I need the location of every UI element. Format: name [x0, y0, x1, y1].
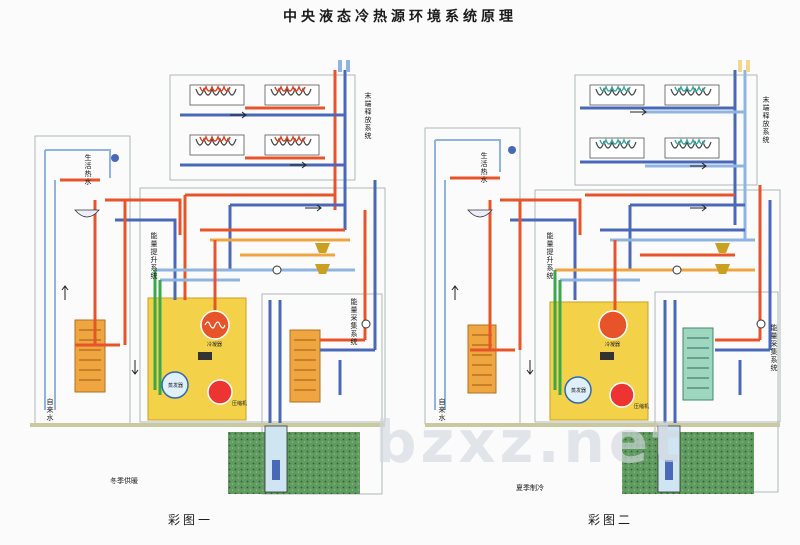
right-hot-water-label: 生活热水 — [480, 152, 488, 184]
left-collect-label: 能量采集系统 — [350, 298, 358, 346]
left-evaporator — [161, 371, 189, 399]
right-tap-water-label: 自来水 — [438, 398, 446, 422]
left-panel — [34, 60, 386, 495]
right-condenser-label: 冷凝器 — [605, 342, 621, 348]
right-lift-frame — [534, 189, 781, 423]
page-title: 中央液态冷热源环境系统原理 — [283, 9, 517, 25]
left-condenser-label: 冷凝器 — [207, 342, 223, 348]
right-season-label: 夏季制冷 — [516, 484, 544, 492]
right-condenser — [598, 310, 628, 340]
left-sink — [74, 209, 100, 218]
left-tap-water-label: 自来水 — [46, 398, 54, 422]
left-terminal-frame — [169, 74, 356, 181]
left-caption: 彩图一 — [168, 513, 214, 527]
right-release-label: 末端释放系统 — [762, 96, 770, 144]
right-collect-label: 能量采集系统 — [770, 324, 778, 372]
right-caption: 彩图二 — [588, 513, 634, 527]
right-evaporator-label: 蒸发器 — [571, 388, 587, 394]
right-terminal-frame — [574, 74, 758, 186]
left-evaporator-label: 蒸发器 — [168, 383, 184, 389]
right-panel — [424, 60, 781, 493]
right-ground-soil — [622, 432, 754, 494]
left-season-label: 冬季供暖 — [110, 477, 138, 485]
left-water-heater — [74, 319, 106, 393]
left-compressor-label: 压缩机 — [232, 401, 248, 407]
left-lift-label: 能量提升系统 — [150, 232, 158, 280]
right-sink — [467, 209, 493, 218]
right-compressor-label: 压缩机 — [634, 404, 650, 410]
left-lift-frame — [139, 187, 386, 423]
right-evaporator — [564, 376, 592, 404]
left-ground-soil — [228, 432, 360, 494]
right-shower-icon — [508, 146, 516, 154]
left-ground-exchanger — [289, 329, 321, 403]
left-well — [264, 425, 288, 493]
right-ground-exchanger — [682, 327, 714, 401]
right-lift-label: 能量提升系统 — [546, 232, 554, 280]
right-compressor — [609, 382, 635, 408]
right-well — [657, 425, 681, 493]
left-shower-icon — [111, 154, 119, 162]
left-hot-water-label: 生活热水 — [84, 154, 92, 186]
watermark: bzxz.net — [375, 408, 684, 476]
left-release-label: 末端释放系统 — [364, 92, 372, 140]
left-compressor — [207, 379, 233, 405]
